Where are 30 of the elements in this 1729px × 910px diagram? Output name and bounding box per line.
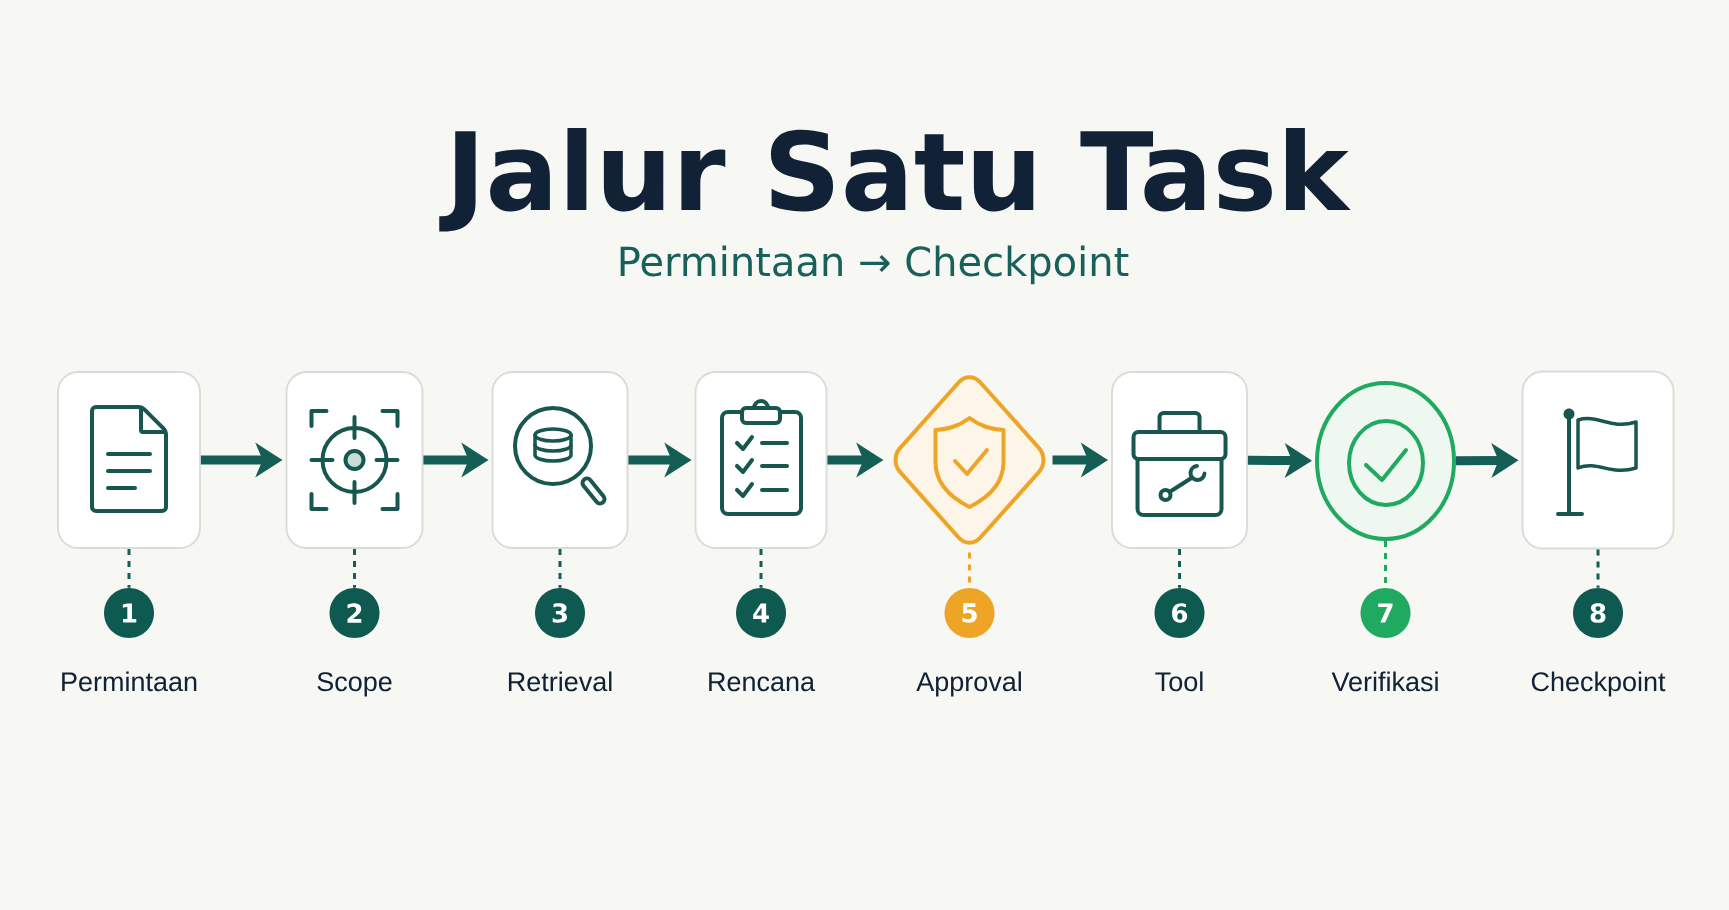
step-box: [285, 371, 424, 549]
step-circle: [1315, 381, 1456, 541]
number-badge: 8: [1573, 588, 1623, 638]
step-label: Verifikasi: [1331, 671, 1438, 692]
step-box: [491, 371, 629, 549]
number-badge: 4: [736, 588, 786, 638]
subtitle: Permintaan → Checkpoint: [620, 245, 1129, 285]
dotted-leader-line: [127, 548, 131, 588]
step-label: Approval: [916, 671, 1021, 697]
number-badge: 1: [104, 588, 154, 638]
number-badge: 5: [944, 588, 995, 638]
number-badge: 6: [1154, 588, 1205, 638]
dotted-leader-line: [1596, 549, 1600, 588]
number-badge: 2: [329, 588, 380, 638]
step-label: Tool: [1155, 671, 1203, 692]
step-diamond: [893, 375, 1046, 545]
step-label: Permintaan: [62, 671, 197, 692]
number-badge: 7: [1360, 588, 1411, 638]
step-label: Scope: [317, 672, 392, 697]
step-label: Retrieval: [508, 671, 612, 692]
dotted-leader-line: [353, 548, 356, 588]
step-label: Checkpoint: [1531, 671, 1666, 697]
number-badge: 3: [535, 588, 585, 638]
step-label: Rencana: [709, 672, 816, 692]
dotted-leader-line: [759, 548, 763, 588]
dotted-leader-line: [558, 548, 562, 588]
dotted-leader-line: [1178, 548, 1181, 588]
title: Jalur Satu Task: [439, 127, 1351, 232]
step-box: [57, 371, 201, 549]
step-box: [1521, 370, 1675, 550]
